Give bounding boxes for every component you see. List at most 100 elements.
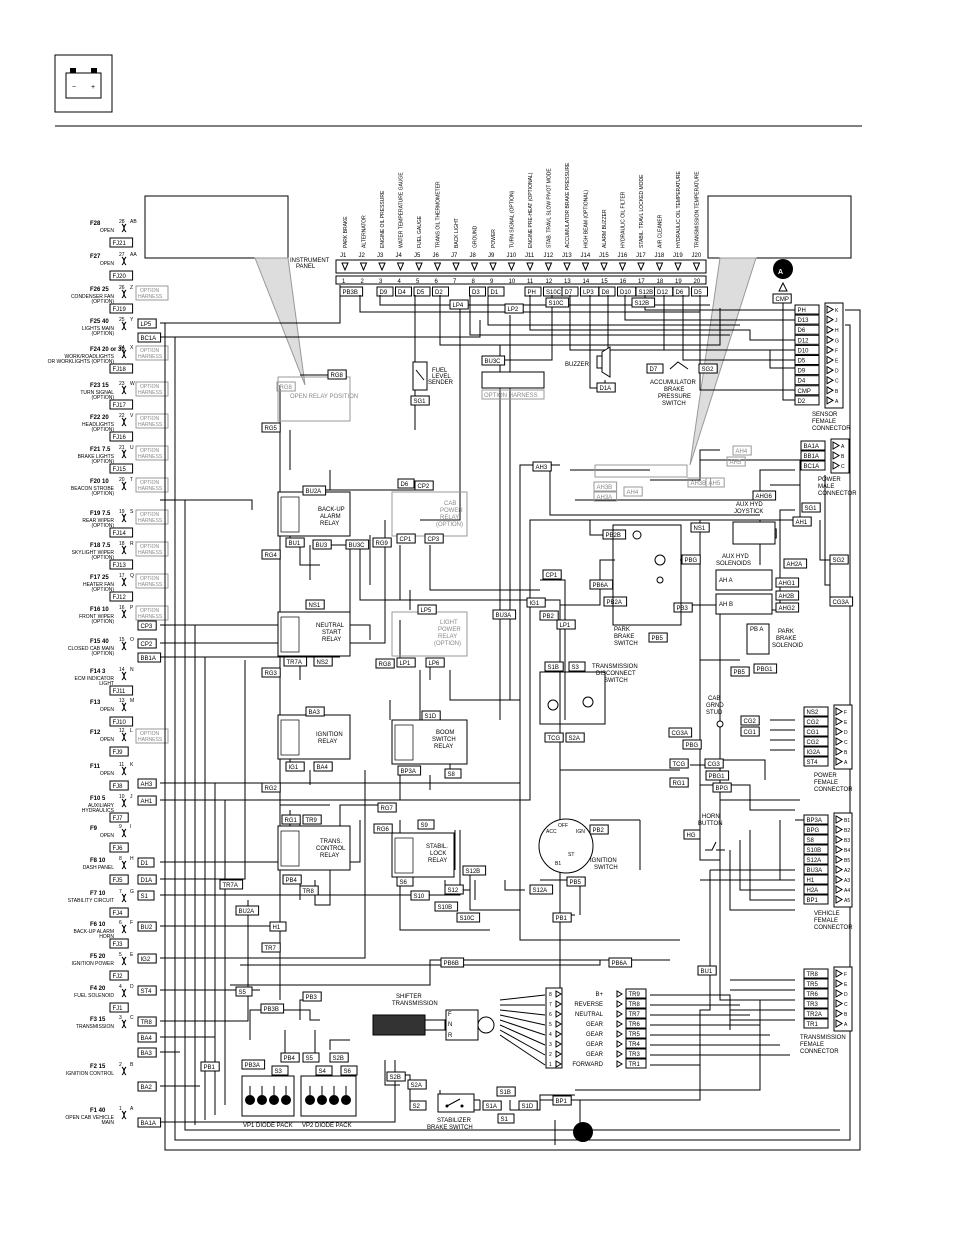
svg-text:(OPTION): (OPTION) — [436, 522, 463, 528]
svg-text:FJ11: FJ11 — [113, 689, 127, 695]
instrument-pin-arrow — [637, 262, 645, 272]
fuse-letter: E — [130, 952, 134, 958]
fuse-cavity: 12 — [119, 728, 125, 734]
wire-pb5b: PB5 — [730, 666, 750, 677]
vp2-diode-pack: VP2 DIODE PACK — [300, 1075, 357, 1129]
connector-title: POWER — [814, 773, 837, 779]
vp1-diode-pack: VP1 DIODE PACK — [241, 1075, 295, 1129]
svg-text:S3: S3 — [572, 665, 580, 671]
svg-text:S2B: S2B — [390, 1075, 401, 1081]
instrument-pin-number: 4 — [398, 279, 402, 285]
connector-pin-letter: C — [844, 1002, 848, 1008]
shifter-label: GEAR — [586, 1052, 604, 1058]
fuse-cavity: 19 — [119, 509, 125, 515]
svg-text:S2: S2 — [413, 1104, 421, 1110]
svg-text:RG8: RG8 — [280, 385, 293, 391]
svg-text:D5: D5 — [798, 359, 806, 365]
fuse-letter: D — [130, 984, 134, 990]
svg-text:FJ4: FJ4 — [113, 911, 124, 917]
fuse-jumper: FJ12 — [109, 591, 134, 602]
shifter-wire: TR3 — [625, 1048, 647, 1059]
svg-text:D6: D6 — [401, 482, 409, 488]
ground-marker — [573, 1122, 593, 1142]
connector-pin-letter: B — [844, 1012, 848, 1018]
connector-wire: CG1 — [803, 726, 829, 737]
svg-text:D9: D9 — [380, 290, 388, 296]
svg-text:D2: D2 — [435, 290, 443, 296]
svg-text:PARK: PARK — [614, 627, 630, 633]
fuse-wire-tag: LP5 — [137, 318, 157, 329]
svg-text:TCG: TCG — [548, 736, 561, 742]
fuse-wire-tag: BB1A — [137, 652, 162, 663]
svg-text:TRANSMISSION: TRANSMISSION — [592, 664, 638, 670]
svg-text:D2: D2 — [798, 399, 806, 405]
fuse-id: F27 — [90, 254, 101, 260]
connector-pin-letter: C — [835, 379, 839, 385]
fuse-jumper: FJ5 — [109, 874, 129, 885]
instrument-pin-arrow — [581, 262, 590, 272]
instrument-pin-arrow — [396, 262, 405, 272]
svg-text:ACC: ACC — [546, 829, 557, 835]
wire-rg8b: RG8 — [375, 658, 395, 669]
instrument-pin-label: J18 — [655, 253, 665, 259]
fuse-jumper: FJ11 — [109, 685, 134, 696]
svg-text:SG1: SG1 — [414, 399, 427, 405]
fuse-wire-tag: BC1A — [137, 332, 162, 343]
svg-text:LP1: LP1 — [560, 623, 571, 629]
fuse-cavity: 18 — [119, 541, 125, 547]
svg-text:OPTION: OPTION — [140, 348, 160, 354]
fuse-description-2: (OPTION) — [92, 651, 115, 657]
wire-h1: H1 — [269, 921, 287, 932]
connector-title: CONNECTOR — [814, 787, 853, 793]
connector-wire: TR5 — [803, 978, 829, 989]
wire-s10: S10 — [410, 890, 430, 901]
svg-text:CP1: CP1 — [546, 573, 558, 579]
fuse-id: F20 10 — [90, 479, 109, 485]
connector-wire: D6 — [794, 324, 820, 335]
instrument-pin-number: 3 — [379, 279, 383, 285]
fuse-jumper: FJ18 — [109, 363, 134, 374]
wire-ah2b: AH2B — [775, 590, 800, 601]
svg-text:D6: D6 — [798, 328, 806, 334]
svg-text:AHG1: AHG1 — [779, 581, 796, 587]
shifter-label: NEUTRAL — [575, 1012, 604, 1018]
instrument-pin-label: J19 — [673, 253, 683, 259]
svg-text:TR7: TR7 — [629, 1012, 641, 1018]
fuse-jumper: FJ14 — [109, 527, 134, 538]
instrument-pin-arrow — [415, 262, 423, 272]
fuse-id: F2 15 — [90, 1064, 106, 1070]
park-brake-switch: PARK BRAKE SWITCH — [612, 524, 682, 647]
svg-text:PB6A: PB6A — [593, 583, 608, 589]
svg-text:PBG: PBG — [685, 558, 698, 564]
svg-text:SHIFTER: SHIFTER — [396, 994, 422, 1000]
svg-text:PB5: PB5 — [570, 880, 582, 886]
instrument-function-label: POWER — [491, 229, 497, 248]
connector-wire: TR8 — [803, 968, 829, 979]
svg-text:D3: D3 — [472, 290, 480, 296]
svg-text:OPTION: OPTION — [140, 448, 160, 454]
connector-pin-letter: C — [841, 464, 845, 470]
wire-pbg1-b: PBG1 — [705, 770, 730, 781]
wire-sg1b: SG1 — [801, 502, 821, 513]
svg-text:AH3: AH3 — [141, 782, 153, 788]
svg-text:BC1A: BC1A — [141, 336, 157, 342]
connector-pin-letter: E — [835, 359, 839, 365]
wire-tr7a-b: TR7A — [219, 879, 244, 890]
fuse-letter: P — [130, 605, 134, 611]
svg-text:CAB: CAB — [708, 696, 720, 702]
fuse-jumper: FJ20 — [109, 270, 134, 281]
svg-text:PB1: PB1 — [556, 916, 568, 922]
svg-text:PB2A: PB2A — [607, 600, 622, 606]
fuse-id: F8 10 — [90, 858, 106, 864]
instrument-pin-label: J7 — [451, 253, 458, 259]
svg-text:BP3A: BP3A — [401, 769, 416, 775]
fuse-letter: Z — [130, 285, 133, 291]
